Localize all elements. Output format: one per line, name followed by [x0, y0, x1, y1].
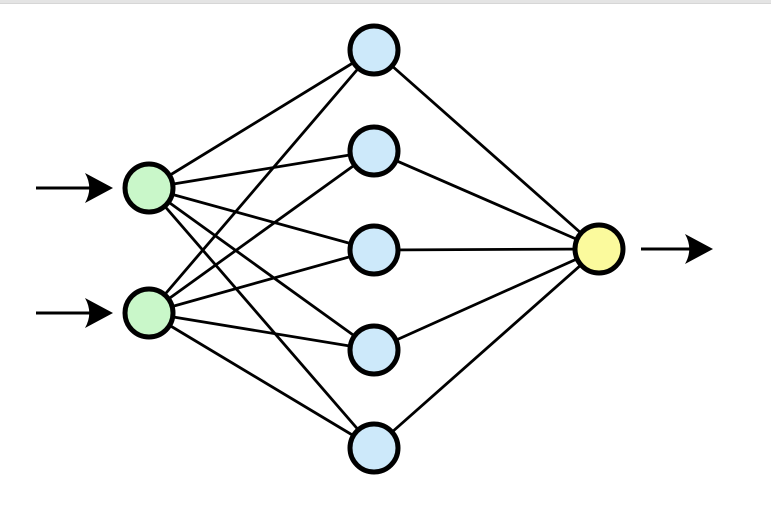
- hidden-node-4: [347, 323, 401, 377]
- window-top-edge: [0, 0, 771, 4]
- edge-input-2-hidden-4: [148, 311, 375, 352]
- hidden-node-3: [347, 223, 401, 277]
- edge-input-1-hidden-3: [148, 186, 375, 252]
- edge-input-2-hidden-3: [148, 248, 375, 315]
- hidden-node-5: [347, 421, 401, 475]
- edge-input-2-hidden-2: [148, 149, 375, 315]
- input-node-1: [122, 161, 176, 215]
- edge-hidden-5-output-1: [373, 247, 600, 450]
- edge-input-1-hidden-4: [148, 186, 375, 352]
- edge-hidden-4-output-1: [373, 247, 600, 352]
- input-node-2: [122, 286, 176, 340]
- edge-input-2-hidden-5: [148, 311, 375, 450]
- edge-input-1-hidden-2: [148, 149, 375, 190]
- edge-hidden-2-output-1: [373, 149, 600, 251]
- hidden-node-2: [347, 124, 401, 178]
- edge-input-1-hidden-5: [147, 187, 376, 449]
- edge-hidden-1-output-1: [373, 48, 600, 251]
- edge-hidden-3-output-1: [373, 247, 600, 252]
- edge-input-1-hidden-1: [148, 48, 375, 190]
- edge-input-2-hidden-1: [147, 49, 376, 314]
- output-node-1: [572, 222, 626, 276]
- hidden-node-1: [347, 23, 401, 77]
